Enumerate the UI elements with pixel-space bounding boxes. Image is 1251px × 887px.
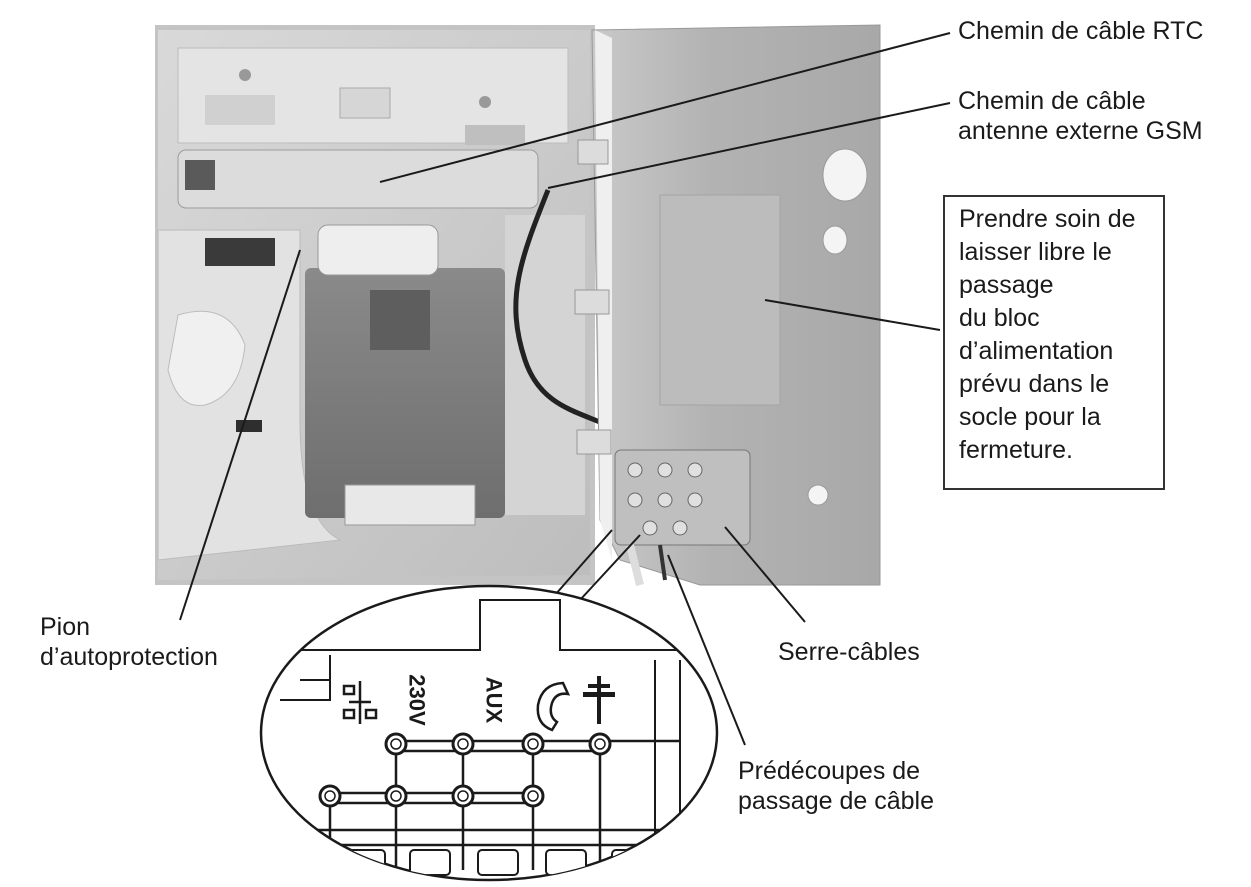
tamper-slot [236,420,262,432]
door-hole-3 [807,484,829,506]
slot-2 [409,849,451,876]
hinge-3 [576,429,612,455]
mount-hole [167,310,246,407]
label-pion-line-1: Pion [40,613,91,641]
label-predecoupes-line-1: Prédécoupes de [738,757,921,785]
zoom-leader-1 [554,529,613,596]
knockout-p3 [687,462,703,478]
door-hole-2 [822,225,848,255]
label-predecoupes-line-2: passage de câble [738,787,934,815]
zoom-inset: 230V AUX [259,584,719,882]
device-photo [155,24,881,586]
block-clip [370,290,430,350]
slot-5 [611,849,648,876]
connector [465,125,525,145]
label-pion-line-2: d’autoprotection [40,643,218,671]
screw-2 [479,96,491,108]
knockout-8-core [527,790,539,802]
leader-gsm [547,102,951,189]
label-pion: Pion d’autoprotection [40,612,218,672]
label-sticker [205,95,275,125]
note-line-4: du bloc [959,304,1040,332]
note-line-3: passage [959,271,1054,299]
leader-lines [179,32,951,746]
knockout-p8 [672,520,688,536]
label-chemin-rtc: Chemin de câble RTC [958,16,1203,46]
knockout-6-core [390,790,402,802]
rail-clip [185,160,215,190]
knockout-3-core [527,738,539,750]
knockout-p4 [627,492,643,508]
hinge-2 [574,289,610,315]
note-line-5: d’alimentation [959,337,1114,365]
battery-pack [317,224,439,276]
knockout-p1 [627,462,643,478]
door-recess [659,194,781,406]
knockout-p5 [657,492,673,508]
leader-predecoupes [667,554,746,746]
screw-1 [239,69,251,81]
note-line-6: prévu dans le [959,370,1110,398]
slot-3 [477,849,519,876]
ce-sticker [339,87,391,119]
knockout-4-core [594,738,606,750]
slot-4 [545,849,587,876]
aux-label: AUX [482,677,507,724]
leader-rtc [379,32,951,183]
door-hole-1 [822,148,868,202]
label-serre-cables-line-1: Serre-câbles [778,638,920,666]
leader-pion [179,249,301,621]
inner-wall [505,215,585,515]
knockout-5-core [324,790,336,802]
knockout-1-core [390,738,402,750]
power-block [305,268,505,518]
leader-note [764,299,941,331]
cable-stub-2 [658,544,667,581]
tamper-switch [205,238,275,266]
knockout-7-core [457,790,469,802]
voltage-label: 230V [405,674,430,726]
label-serre-cables: Serre-câbles [778,637,920,667]
label-chemin-gsm-line-1: Chemin de câble [958,87,1146,115]
zoom-housing-top [280,599,710,651]
cable-stub-1 [626,544,644,586]
knockout-p7 [642,520,658,536]
note-line-2: laisser libre le [959,238,1112,266]
note-line-7: socle pour la [959,403,1101,431]
label-chemin-rtc-line-1: Chemin de câble RTC [958,17,1204,45]
note-line-8: fermeture. [959,436,1073,464]
note-line-1: Prendre soin de [959,205,1136,233]
knockout-2-core [457,738,469,750]
leader-serre [724,526,806,623]
zoom-oval [259,584,719,882]
knockout-p2 [657,462,673,478]
note-box: Prendre soin de laisser libre le passage… [943,195,1165,490]
zoom-leader-2 [579,534,641,601]
antenna-icon [583,676,615,724]
hinge-1 [577,139,609,165]
zoom-housing-left [280,655,331,701]
network-icon [342,681,378,724]
label-chemin-gsm-line-2: antenne externe GSM [958,117,1203,145]
phone-handset-icon [536,681,571,732]
label-predecoupes: Prédécoupes de passage de câble [738,756,934,816]
rail [177,149,539,209]
knockout-p6 [687,492,703,508]
block-label [344,484,476,526]
label-chemin-gsm: Chemin de câble antenne externe GSM [958,86,1203,146]
knockout-grid [280,739,680,870]
